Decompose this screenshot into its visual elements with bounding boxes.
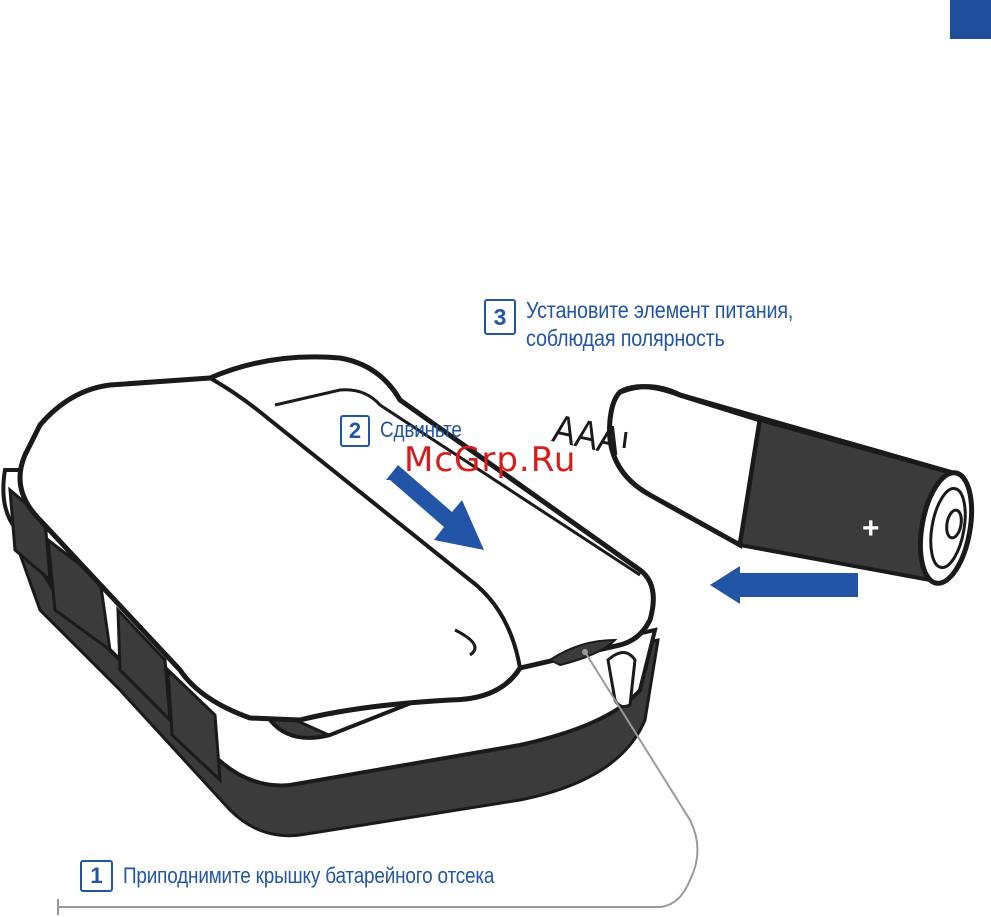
step-3-line-1: Установите элемент питания,: [526, 296, 793, 324]
step-3-line-2: соблюдая полярность: [526, 324, 793, 352]
step-1-callout: 1 Приподнимите крышку батарейного отсека: [80, 860, 555, 892]
step-2-number: 2: [340, 415, 370, 447]
step-3-callout: 3 Установите элемент питания, соблюдая п…: [484, 296, 837, 352]
step-1-number: 1: [80, 860, 113, 892]
watermark: McGrp.Ru: [404, 440, 576, 480]
step1-leader-dot: [582, 649, 588, 655]
step-1-text: Приподнимите крышку батарейного отсека: [123, 860, 494, 892]
step-3-text: Установите элемент питания, соблюдая пол…: [526, 296, 793, 352]
battery-polarity-mark: +: [862, 512, 880, 545]
insert-arrow: [710, 566, 858, 604]
step-3-number: 3: [484, 299, 516, 335]
battery-tick-mark: [624, 432, 626, 448]
